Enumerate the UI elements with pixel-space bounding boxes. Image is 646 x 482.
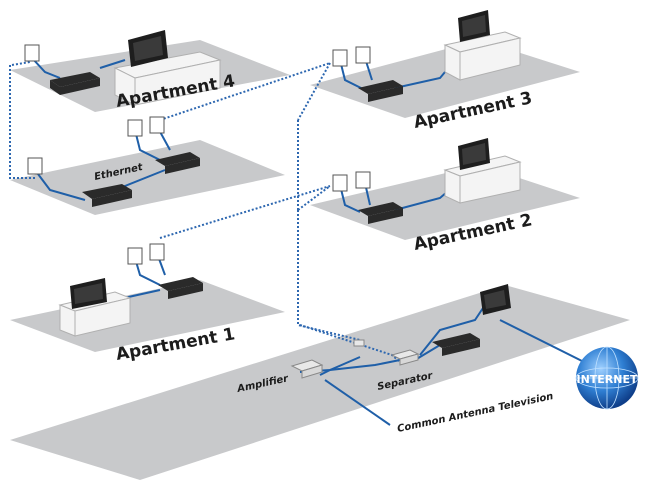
internet-globe-icon: INTERNET (575, 346, 639, 410)
floor-ground (10, 285, 630, 480)
separator-device (390, 349, 420, 366)
network-boxes (50, 72, 480, 356)
amplifier-device (290, 359, 324, 379)
splitter-device (353, 339, 365, 347)
internet-label: INTERNET (576, 373, 638, 386)
computers (70, 10, 511, 315)
wall-sockets (24, 44, 371, 265)
coax-dotted-lines (9, 61, 401, 363)
antenna-label: Common Antenna Television (396, 391, 554, 435)
ethernet-cables (31, 57, 591, 426)
